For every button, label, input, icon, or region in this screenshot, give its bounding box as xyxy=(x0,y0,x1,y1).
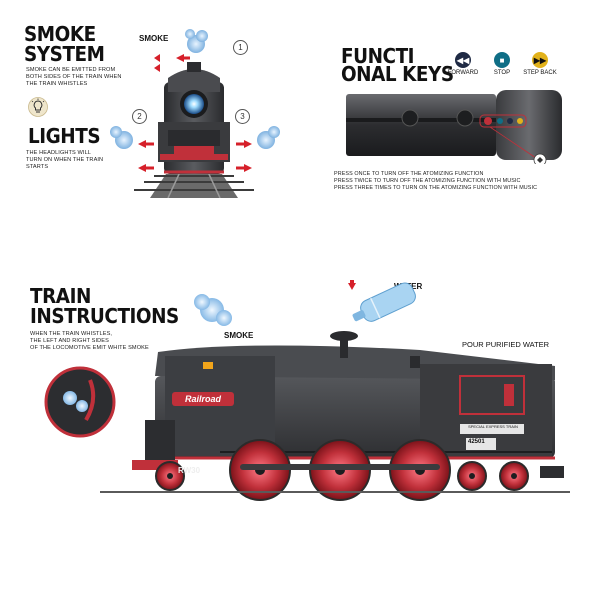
plate-text: SPECIAL EXPRESS TRAIN xyxy=(468,424,518,429)
marker-3: 3 xyxy=(235,109,250,124)
smoke-system-title-2: SYSTEM xyxy=(24,42,105,66)
smoke-desc-line: THE TRAIN WHISTLES xyxy=(26,81,88,87)
marker-2: 2 xyxy=(132,109,147,124)
stop-icon[interactable]: ■ xyxy=(494,52,510,68)
functional-keys-instructions: PRESS ONCE TO TURN OFF THE ATOMIZING FUN… xyxy=(334,171,594,192)
model-badge: RW30 xyxy=(178,466,201,475)
instruction-line: PRESS ONCE TO TURN OFF THE ATOMIZING FUN… xyxy=(334,171,484,177)
train-desc-line: WHEN THE TRAIN WHISTLES, xyxy=(30,331,113,337)
key-label-stop: STOP xyxy=(493,70,511,76)
locomotive-side-view xyxy=(40,276,580,510)
tender-top-view xyxy=(340,88,570,167)
smoke-system-desc: SMOKE CAN BE EMITTED FROM BOTH SIDES OF … xyxy=(26,67,146,88)
lights-desc-line: STARTS xyxy=(26,164,49,170)
train-desc-line: OF THE LOCOMOTIVE EMIT WHITE SMOKE xyxy=(30,345,149,351)
train-instructions-title-2: INSTRUCTIONS xyxy=(30,304,179,328)
functional-keys-title-1: FUNCTI xyxy=(341,44,415,68)
pour-water-label: POUR PURIFIED WATER xyxy=(462,340,550,349)
train-desc-line: THE LEFT AND RIGHT SIDES xyxy=(30,338,109,344)
instruction-line: PRESS TWICE TO TURN OFF THE ATOMIZING FU… xyxy=(334,178,521,184)
plate-number: 42501 xyxy=(468,439,485,445)
functional-keys-title-2: ONAL KEYS xyxy=(341,62,454,86)
smoke-label-train: SMOKE xyxy=(224,331,254,340)
key-label-forward: FORWARD xyxy=(447,70,479,76)
instruction-line: PRESS THREE TIMES TO TURN ON THE ATOMIZI… xyxy=(334,185,538,191)
marker-1: 1 xyxy=(233,40,248,55)
rewind-icon[interactable]: ◀◀ xyxy=(455,52,471,68)
locomotive-front-view xyxy=(104,22,284,199)
fast-forward-icon[interactable]: ▶▶ xyxy=(532,52,548,68)
lightbulb-icon xyxy=(28,97,48,117)
train-instructions-title-1: TRAIN xyxy=(30,284,91,308)
railroad-logo: Railroad xyxy=(172,392,234,406)
smoke-system-title-1: SMOKE xyxy=(24,22,96,46)
lights-title: LIGHTS xyxy=(28,124,101,148)
smoke-desc-line: SMOKE CAN BE EMITTED FROM xyxy=(26,67,116,73)
lights-desc-line: TURN ON WHEN THE TRAIN xyxy=(26,157,104,163)
smoke-desc-line: BOTH SIDES OF THE TRAIN WHEN xyxy=(26,74,122,80)
lights-desc: THE HEADLIGHTS WILL TURN ON WHEN THE TRA… xyxy=(26,150,136,171)
train-instructions-desc: WHEN THE TRAIN WHISTLES, THE LEFT AND RI… xyxy=(30,331,180,352)
key-label-step-back: STEP BACK xyxy=(523,70,557,76)
lights-desc-line: THE HEADLIGHTS WILL xyxy=(26,150,91,156)
smoke-label-top: SMOKE xyxy=(139,34,169,43)
